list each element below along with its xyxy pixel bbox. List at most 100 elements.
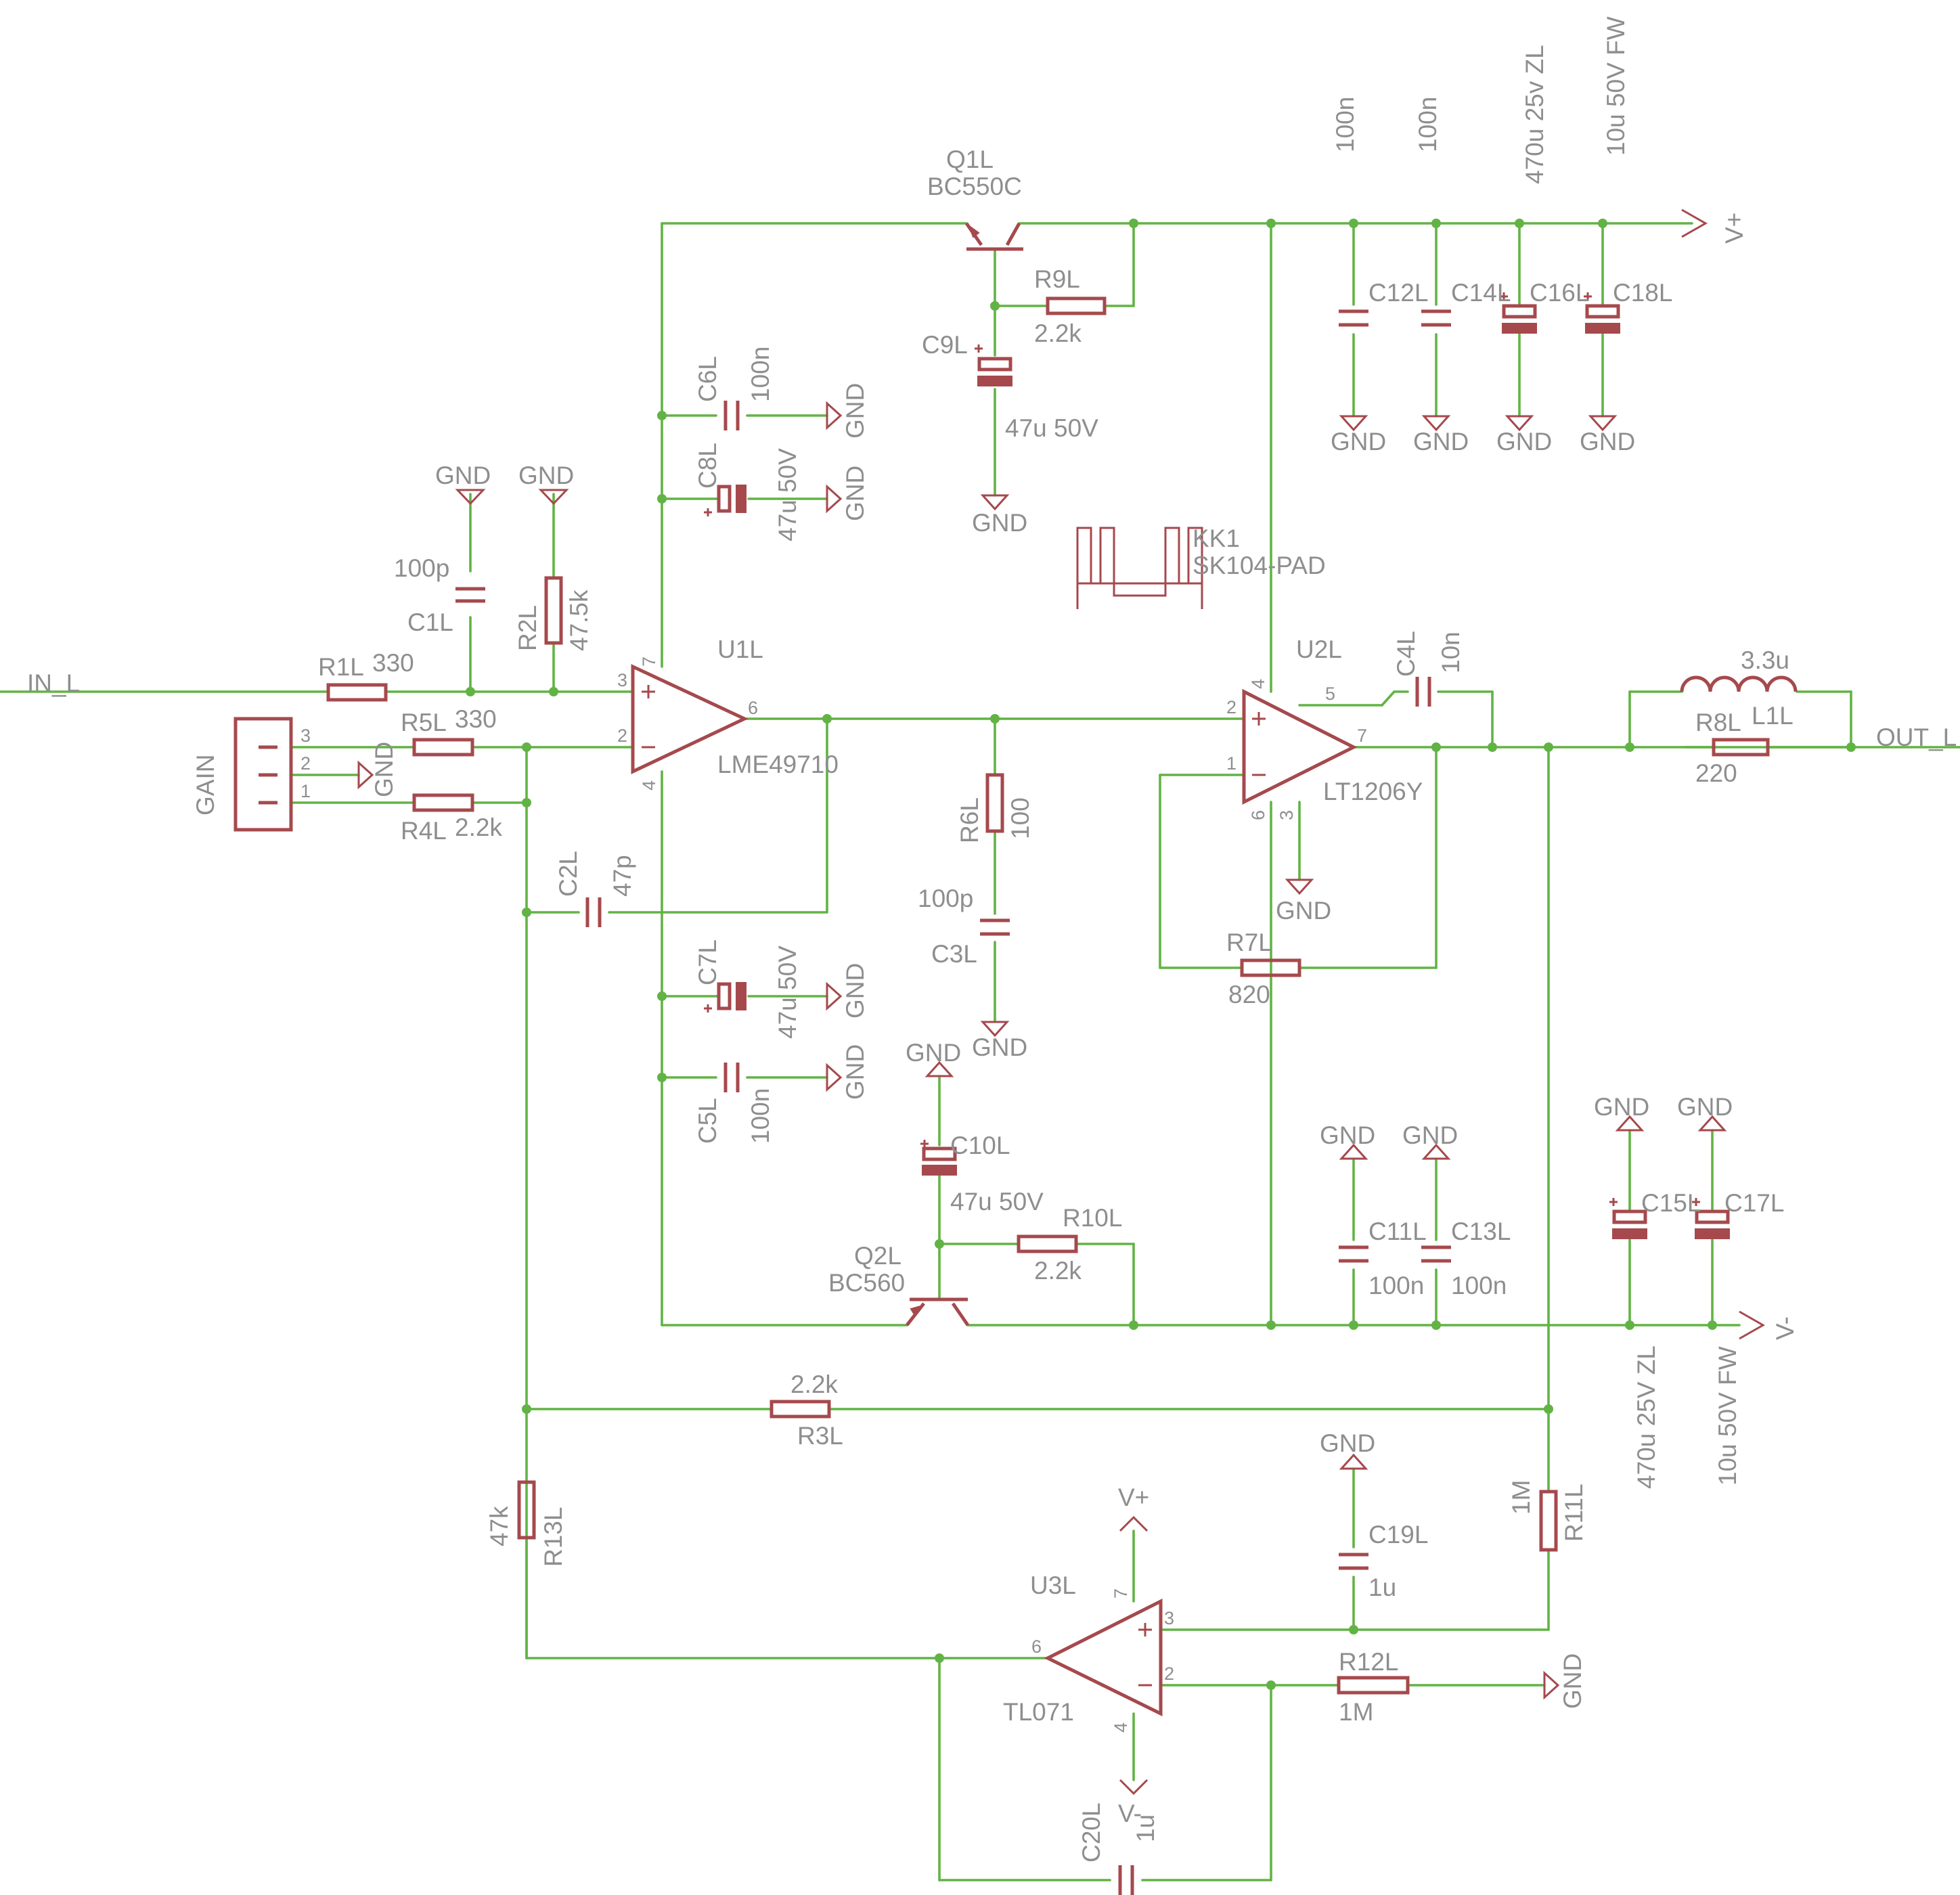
gnd-label: GND: [1580, 428, 1635, 455]
r1-name: R1L: [318, 653, 364, 681]
c5-name: C5L: [694, 1098, 721, 1144]
c20-name: C20L: [1077, 1803, 1105, 1863]
resistor-r8: [1712, 738, 1770, 757]
vminus-right: V-: [1771, 1316, 1799, 1340]
resistor-r1: [326, 683, 388, 702]
c8-value: 47u 50V: [774, 448, 801, 541]
c13-name: C13L: [1451, 1218, 1511, 1245]
r4-value: 2.2k: [455, 813, 502, 841]
c7-value: 47u 50V: [774, 945, 801, 1039]
top-470u: 470u 25v ZL: [1521, 45, 1549, 184]
gnd-label: GND: [1276, 897, 1331, 924]
c4-value: 10n: [1437, 631, 1465, 673]
c15-name: C15L: [1641, 1189, 1701, 1217]
c16-name: C16L: [1530, 279, 1589, 307]
capacitor-c20: [1118, 1865, 1134, 1895]
r8-value: 220: [1695, 759, 1737, 787]
resistor-r12: [1337, 1676, 1410, 1695]
pin-number: 6: [1248, 810, 1268, 820]
junctions: [466, 219, 1856, 1690]
c2-value: 47p: [608, 855, 636, 897]
pin-number: 3: [617, 670, 627, 690]
q2-name: Q2L: [854, 1242, 901, 1270]
capacitor-c3: [980, 918, 1010, 936]
pin-number: 2: [1164, 1664, 1174, 1684]
capacitor-c14: [1421, 309, 1451, 327]
q2-value: BC560: [828, 1269, 905, 1297]
pin-number: 2: [617, 726, 627, 746]
c7-name: C7L: [694, 939, 721, 985]
l1-name: L1L: [1752, 702, 1794, 730]
c8-name: C8L: [694, 443, 721, 489]
capacitor-c15: [1609, 1198, 1647, 1239]
gnd-label: GND: [841, 1044, 869, 1100]
c12-name: C12L: [1368, 279, 1428, 307]
resistor-r11: [1539, 1490, 1558, 1552]
c3-value: 100p: [918, 885, 973, 912]
r11-name: R11L: [1560, 1484, 1588, 1542]
resistor-r3: [770, 1400, 831, 1419]
c13-value: 100n: [1451, 1272, 1507, 1299]
c9-name: C9L: [922, 331, 968, 359]
capacitor-c10: [920, 1140, 957, 1176]
c18-name: C18L: [1613, 279, 1672, 307]
resistor-r6: [985, 773, 1004, 833]
resistor-r5: [412, 738, 474, 757]
r5-value: 330: [455, 705, 497, 733]
r7-name: R7L: [1226, 929, 1272, 956]
resistor-r9: [1046, 296, 1107, 315]
capacitor-c8: [704, 485, 747, 516]
gnd-label: GND: [1413, 428, 1469, 455]
c17-name: C17L: [1724, 1189, 1784, 1217]
heatsink-kk1: [1076, 527, 1203, 609]
r10-name: R10L: [1063, 1204, 1122, 1232]
pin-number: 4: [1111, 1722, 1131, 1733]
c4-name: C4L: [1392, 631, 1420, 677]
pin-number: 3: [300, 726, 311, 746]
u3-value: TL071: [1003, 1698, 1074, 1726]
input-label: IN_L: [27, 669, 80, 697]
vminus-u3: V-: [1118, 1800, 1142, 1827]
c11-name: C11L: [1368, 1218, 1427, 1245]
r2-name: R2L: [514, 605, 541, 651]
capacitor-c4: [1415, 677, 1431, 707]
r4-name: R4L: [401, 817, 447, 845]
c10-value: 47u 50V: [950, 1188, 1044, 1216]
c11-value: 100n: [1368, 1272, 1424, 1299]
c2-name: C2L: [554, 851, 582, 897]
gain-label: GAIN: [192, 755, 219, 816]
c17-value: 10u 50V FW: [1714, 1346, 1741, 1486]
c15-value: 470u 25V ZL: [1632, 1345, 1660, 1489]
pin-number: 1: [1226, 753, 1237, 774]
r3-value: 2.2k: [790, 1370, 838, 1398]
gnd-label: GND: [1402, 1121, 1458, 1149]
opamp-u3: [1044, 1598, 1163, 1717]
vplus-u3: V+: [1118, 1484, 1149, 1511]
gnd-label: GND: [435, 462, 491, 489]
r2-value: 47.5k: [565, 589, 593, 651]
inductor-l1: [1680, 675, 1798, 692]
pin-number: 1: [300, 781, 311, 801]
r11-value: 1M: [1507, 1480, 1535, 1515]
u1-value: LME49710: [717, 751, 839, 778]
r13-value: 47k: [485, 1506, 513, 1546]
opamp-u2: [1242, 688, 1358, 805]
gnd-label: GND: [370, 742, 398, 797]
gnd-label: GND: [972, 509, 1027, 537]
capacitor-c6: [723, 401, 740, 430]
capacitor-c1: [455, 587, 485, 603]
r12-name: R12L: [1339, 1648, 1398, 1676]
transistor-q1: [964, 222, 1023, 251]
capacitor-c5: [723, 1063, 740, 1092]
transistor-q2: [906, 1297, 970, 1326]
pin-number: 4: [1248, 679, 1268, 689]
top-100n-b: 100n: [1414, 97, 1442, 152]
top-100n-a: 100n: [1331, 97, 1359, 152]
gnd-label: GND: [1559, 1653, 1586, 1709]
r13-name: R13L: [539, 1507, 567, 1567]
c6-name: C6L: [694, 356, 721, 402]
gnd-label: GND: [1496, 428, 1552, 455]
kk1-value: SK104-PAD: [1193, 552, 1326, 579]
c5-value: 100n: [747, 1088, 774, 1144]
r5-name: R5L: [401, 709, 447, 736]
